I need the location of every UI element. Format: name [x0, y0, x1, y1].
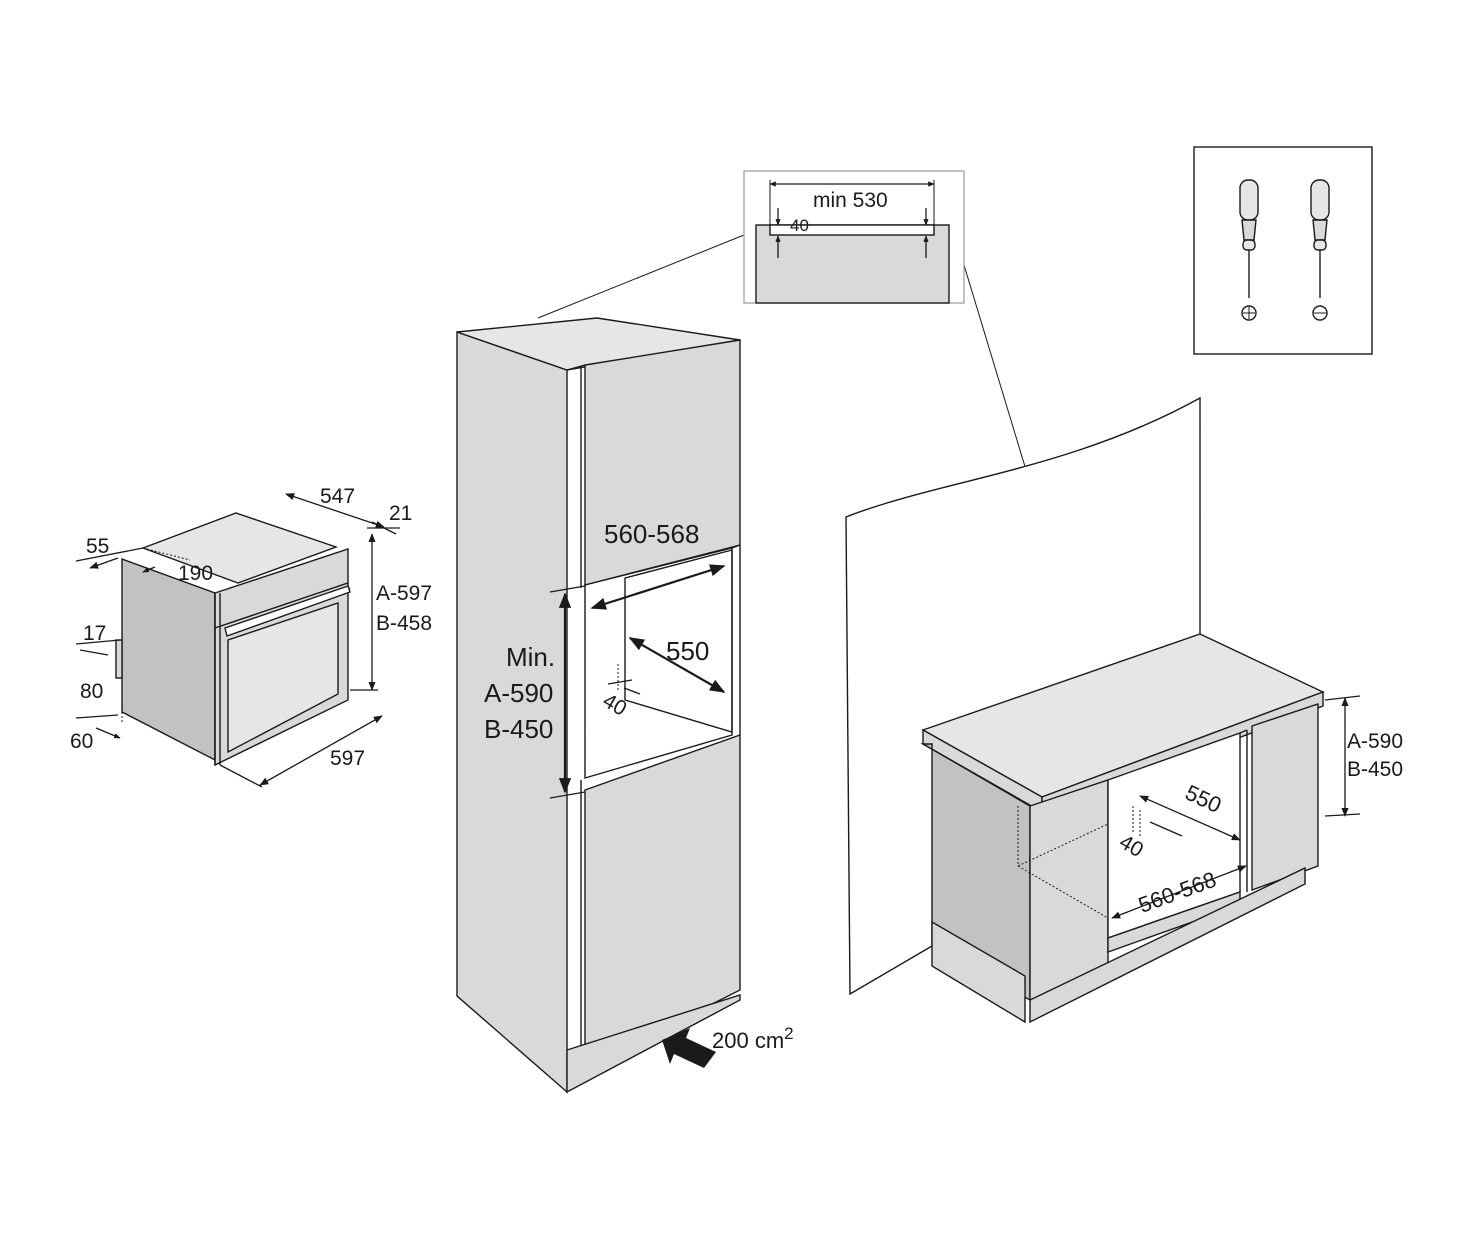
- detail-inset: min 530 40: [743, 170, 965, 304]
- dim-17: 17: [83, 622, 106, 645]
- cabinet-side: [456, 331, 568, 1094]
- dim-b450: B-450: [484, 714, 553, 744]
- inset-slot: [769, 224, 935, 236]
- oven-top: [140, 512, 339, 584]
- dim-560-568: 560-568: [604, 519, 699, 549]
- base-dim-b450: B-450: [1347, 758, 1403, 781]
- dim-597: 597: [330, 747, 365, 770]
- tall-cabinet-drawing: 560-568 550 Min. A-590 B-450 40 200 cm2: [456, 234, 1083, 1094]
- tools-frame: [1193, 146, 1373, 355]
- oven-handle-bar: [224, 585, 351, 637]
- dim-55: 55: [86, 535, 109, 558]
- inset-panel: [755, 224, 950, 304]
- dim-b458: B-458: [376, 612, 432, 635]
- cabinet-lower-door: [584, 734, 741, 1070]
- oven-door-glass: [227, 602, 339, 754]
- dim-190: 190: [178, 562, 213, 585]
- base-right-door: [1251, 703, 1319, 891]
- dim-21: 21: [389, 502, 412, 525]
- niche-back: [624, 549, 733, 733]
- tools-box: [1193, 146, 1373, 355]
- inset-40: 40: [790, 216, 809, 235]
- dim-80: 80: [80, 680, 103, 703]
- flat-screwdriver-icon: [1310, 179, 1330, 321]
- base-left-door: [1029, 779, 1109, 1002]
- oven-side: [121, 557, 216, 762]
- dim-min-label: Min.: [506, 642, 555, 672]
- cabinet-left-plinth: [931, 920, 1026, 1024]
- dim-a597: A-597: [376, 582, 432, 605]
- base-cabinet-drawing: A-590 B-450 550 40 560-568: [845, 396, 1403, 1024]
- dim-547: 547: [320, 485, 355, 508]
- oven-drawing: 547 21 55 190 A-597 B-458 17 80 60 597: [70, 485, 432, 788]
- dim-60: 60: [70, 730, 93, 753]
- phillips-screwdriver-icon: [1239, 179, 1259, 321]
- dim-a590: A-590: [484, 678, 553, 708]
- oven-rear-fixing: [115, 639, 123, 679]
- dim-550: 550: [666, 636, 709, 666]
- cabinet-plinth: [566, 994, 741, 1094]
- inset-min-530: min 530: [813, 189, 888, 212]
- vent-area: 200 cm2: [712, 1024, 794, 1053]
- base-dim-a590: A-590: [1347, 730, 1403, 753]
- vent-arrow-icon: [662, 1028, 716, 1068]
- cabinet-niche: [584, 547, 733, 779]
